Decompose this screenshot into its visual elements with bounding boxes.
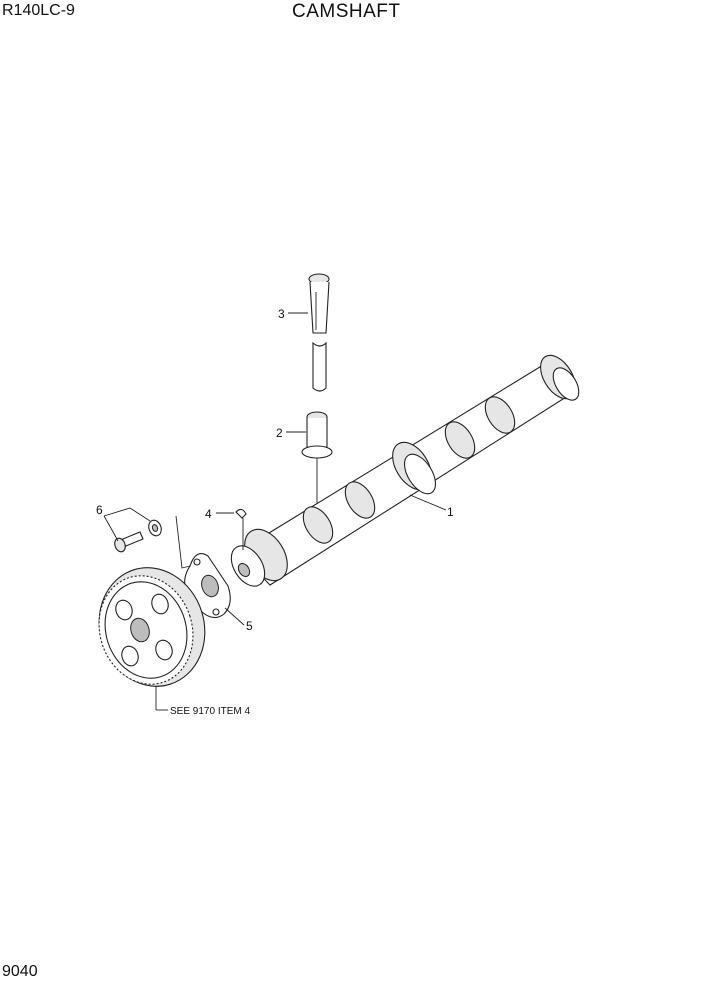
push-rod-part	[308, 273, 330, 392]
callout-2: 2	[276, 426, 283, 440]
callout-4: 4	[205, 507, 212, 521]
reference-note: SEE 9170 ITEM 4	[170, 706, 250, 717]
camshaft-part	[230, 354, 580, 587]
page-number: 9040	[2, 963, 38, 980]
callout-3: 3	[278, 307, 285, 321]
callout-6: 6	[96, 503, 103, 517]
callout-5: 5	[246, 619, 253, 633]
page-title: CAMSHAFT	[292, 1, 401, 22]
callout-1: 1	[447, 505, 454, 519]
woodruff-key-part	[235, 508, 247, 550]
bolt-and-washer-part	[114, 519, 162, 553]
leader-lines	[103, 312, 447, 626]
tappet-part	[301, 411, 333, 505]
model-label: R140LC-9	[2, 2, 75, 19]
camshaft-gear-part	[98, 567, 206, 711]
